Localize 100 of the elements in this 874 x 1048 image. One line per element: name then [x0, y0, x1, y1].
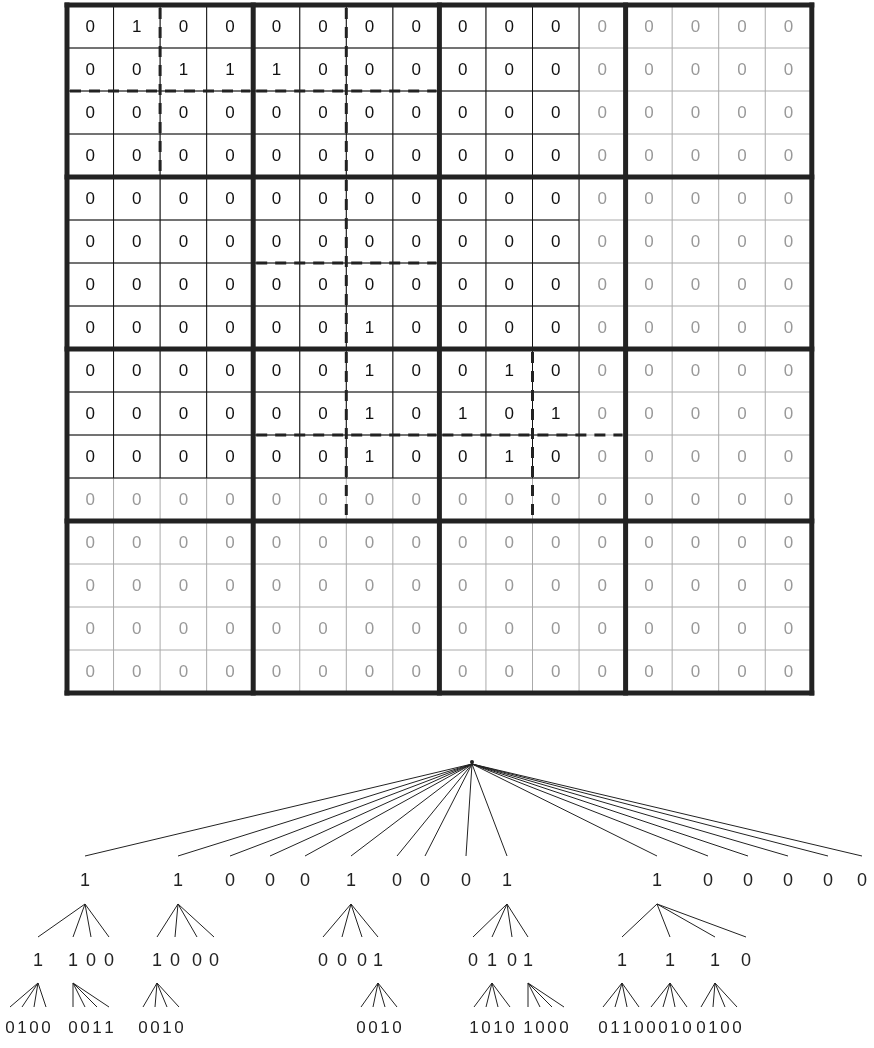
bit-value: 0: [643, 145, 655, 166]
bit-value: 0: [456, 532, 469, 553]
bit-label: 0: [368, 1018, 378, 1036]
bit-label: 1: [17, 1018, 27, 1036]
bit-value: 0: [643, 618, 655, 639]
bit-value: 0: [270, 231, 283, 252]
bit-value: 0: [224, 317, 236, 338]
bit-label: 0: [547, 1018, 557, 1036]
bit-value: 0: [410, 317, 422, 338]
bit-value: 1: [224, 59, 236, 80]
bit-value: 0: [503, 59, 515, 80]
bit-value: 0: [317, 532, 329, 553]
bit-value: 0: [782, 231, 795, 252]
tree-branch: [322, 903, 352, 938]
bit-value: 0: [550, 59, 562, 80]
bit-label: 0: [86, 951, 96, 969]
bit-value: 0: [410, 575, 422, 596]
bit-value: 0: [224, 532, 236, 553]
bit-label: 0: [300, 871, 310, 889]
bit-value: 0: [317, 360, 329, 381]
tree-branch: [350, 903, 363, 938]
bit-value: 0: [503, 317, 515, 338]
bit-value: 0: [689, 59, 702, 80]
tree-branch: [350, 903, 379, 938]
bit-value: 1: [363, 403, 376, 424]
bit-label: 0: [720, 1018, 730, 1036]
bit-value: 0: [224, 102, 236, 123]
tree-branch: [621, 982, 640, 1008]
tree-branch: [485, 982, 493, 1008]
bit-value: 0: [550, 317, 562, 338]
bit-value: 0: [177, 403, 190, 424]
bit-value: 0: [596, 145, 609, 166]
bit-value: 0: [131, 575, 143, 596]
bit-value: 0: [410, 618, 422, 639]
bit-value: 0: [363, 661, 376, 682]
bit-value: 0: [410, 16, 422, 37]
bit-value: 0: [131, 274, 143, 295]
tree-branch: [656, 903, 716, 938]
bit-value: 0: [131, 360, 143, 381]
bit-label: 1: [104, 1018, 114, 1036]
bit-value: 0: [689, 618, 702, 639]
bit-value: 0: [689, 489, 702, 510]
bit-value: 0: [317, 618, 329, 639]
bit-label: 0: [420, 871, 430, 889]
bit-value: 0: [550, 231, 562, 252]
tree-branch: [396, 763, 473, 857]
bit-label: 0: [392, 871, 402, 889]
bit-value: 0: [596, 16, 609, 37]
bit-value: 0: [736, 446, 748, 467]
tree-branch: [33, 982, 39, 1008]
bit-value: 0: [643, 403, 655, 424]
bit-value: 0: [596, 102, 609, 123]
bit-value: 0: [177, 16, 190, 37]
bit-value: 0: [503, 532, 515, 553]
tree-branch: [350, 763, 473, 857]
tree-branch: [9, 982, 39, 1008]
bit-value: 0: [643, 188, 655, 209]
bit-value: 0: [550, 489, 562, 510]
bit-value: 0: [643, 446, 655, 467]
tree-branch: [621, 903, 658, 938]
bit-value: 0: [736, 403, 748, 424]
bit-value: 0: [782, 145, 795, 166]
bit-value: 0: [363, 16, 376, 37]
bit-label: 0: [225, 871, 235, 889]
bit-value: 0: [456, 231, 469, 252]
bit-value: 0: [503, 661, 515, 682]
bit-value: 0: [782, 532, 795, 553]
tree-branch: [156, 903, 179, 938]
bit-label: 0: [174, 1018, 184, 1036]
tree-branch: [177, 903, 215, 938]
bit-value: 0: [782, 317, 795, 338]
tree-branch: [72, 982, 86, 1008]
tree-branch: [656, 903, 671, 938]
bit-value: 1: [456, 403, 469, 424]
bit-value: 0: [84, 102, 96, 123]
bit-value: 0: [84, 16, 96, 37]
bit-label: 0: [356, 1018, 366, 1036]
bit-value: 0: [643, 16, 655, 37]
bit-value: 1: [177, 59, 190, 80]
bit-value: 0: [224, 360, 236, 381]
bit-value: 0: [224, 618, 236, 639]
bit-value: 0: [224, 16, 236, 37]
tree-branch: [72, 982, 74, 1008]
bit-value: 0: [736, 188, 748, 209]
bit-value: 0: [503, 188, 515, 209]
tree-branch: [714, 982, 726, 1008]
bit-value: 0: [363, 274, 376, 295]
bit-value: 0: [270, 532, 283, 553]
bit-label: 1: [80, 871, 90, 889]
bit-value: 0: [596, 59, 609, 80]
bit-value: 0: [177, 145, 190, 166]
tree-branch: [669, 982, 688, 1008]
tree-branch: [37, 903, 86, 938]
bit-label: 0: [634, 1018, 644, 1036]
tree-branch: [700, 982, 716, 1008]
bit-label: 0: [535, 1018, 545, 1036]
bit-value: 0: [131, 145, 143, 166]
tree-branch: [491, 903, 508, 938]
bit-value: 0: [736, 532, 748, 553]
bit-label: 1: [665, 951, 675, 969]
